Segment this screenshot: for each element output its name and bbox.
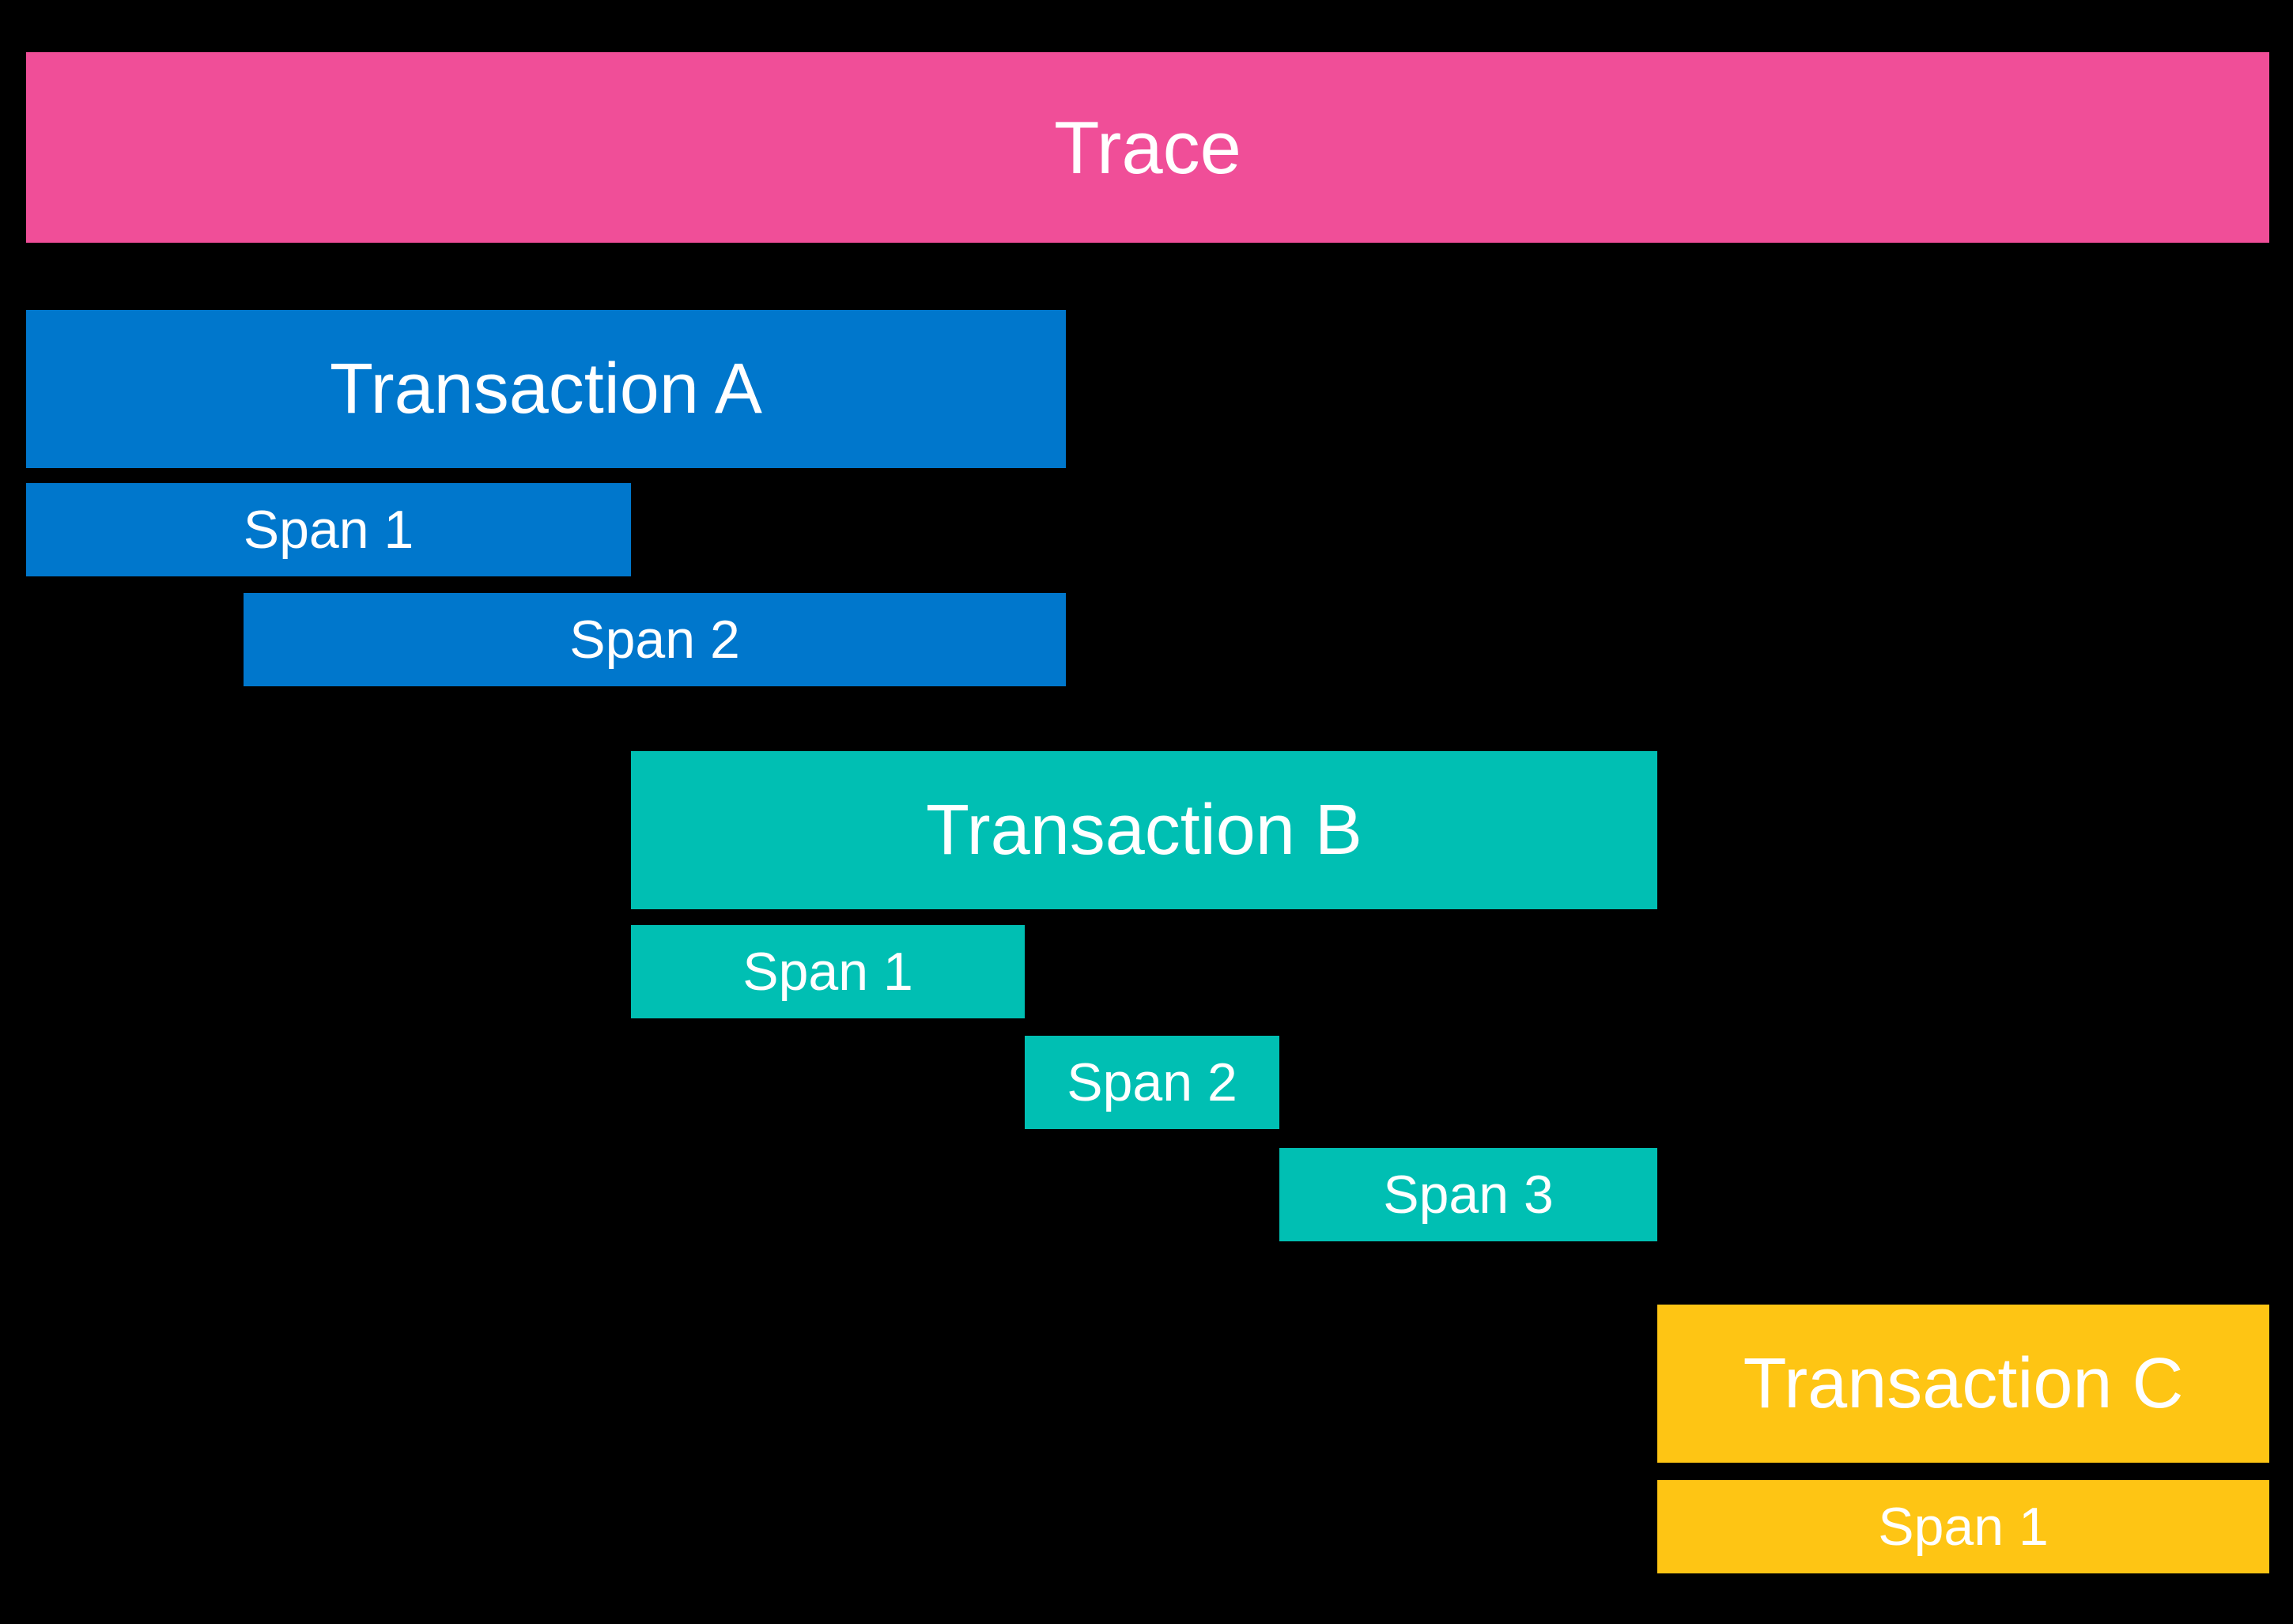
transaction-a-span-2-bar: Span 2 xyxy=(244,593,1066,686)
transaction-b-span-3-bar: Span 3 xyxy=(1279,1148,1657,1241)
transaction-c-span-1-bar: Span 1 xyxy=(1657,1480,2269,1573)
transaction-a-bar: Transaction A xyxy=(26,310,1066,468)
trace-bar: Trace xyxy=(26,52,2269,243)
transaction-b-bar: Transaction B xyxy=(631,751,1657,909)
transaction-a-span-1-bar: Span 1 xyxy=(26,483,631,576)
transaction-b-span-2-bar: Span 2 xyxy=(1025,1036,1279,1129)
transaction-b-span-1-bar: Span 1 xyxy=(631,925,1025,1018)
transaction-c-bar: Transaction C xyxy=(1657,1305,2269,1463)
